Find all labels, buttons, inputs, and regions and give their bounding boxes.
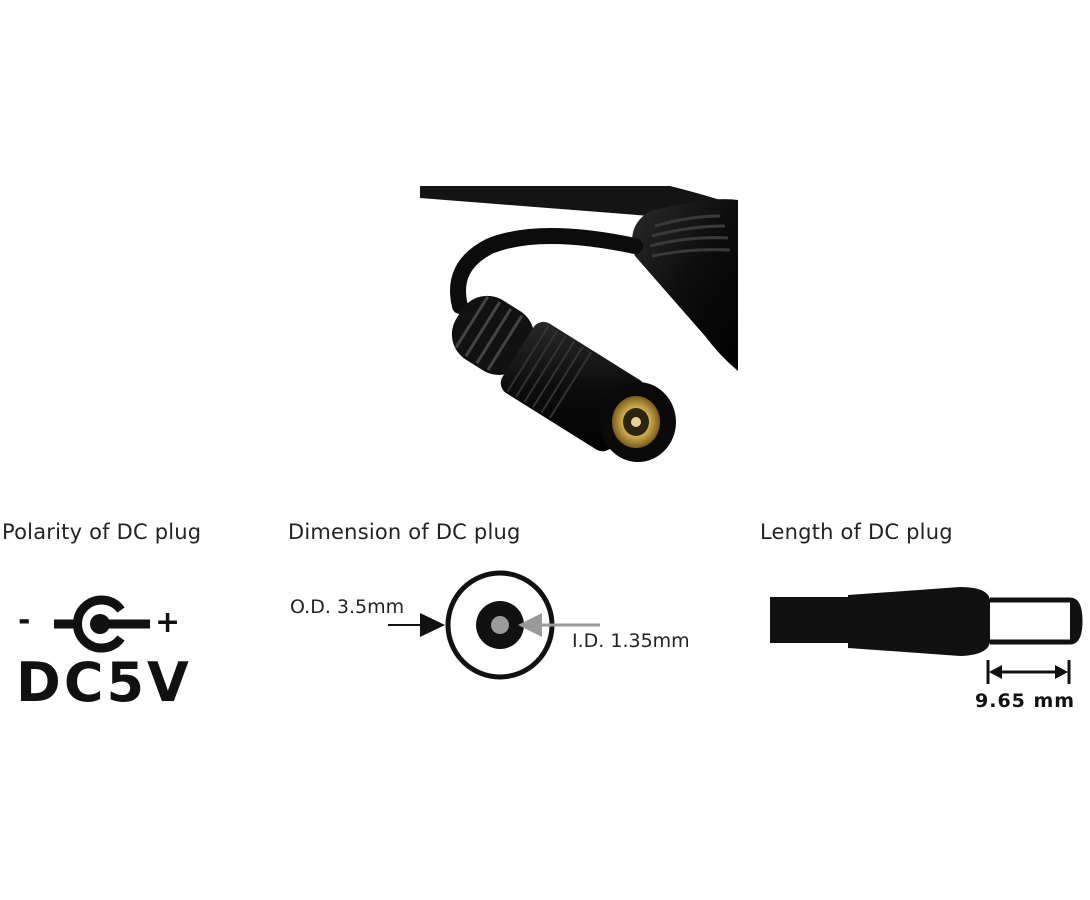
voltage-label: DC5V (16, 651, 192, 714)
plug-side-view-icon (770, 587, 1083, 684)
outer-diameter-label: O.D. 3.5mm (290, 596, 405, 618)
inner-diameter-label: I.D. 1.35mm (572, 630, 690, 652)
center-positive-symbol-icon (54, 595, 150, 653)
polarity-symbol (10, 588, 210, 718)
plug-length-value: 9.65 mm (975, 690, 1076, 712)
polarity-minus-sign: - (18, 603, 31, 638)
polarity-plus-sign: + (155, 605, 181, 640)
dimension-section-title: Dimension of DC plug (288, 520, 521, 544)
length-section-title: Length of DC plug (760, 520, 953, 544)
plug-cross-section-icon (388, 570, 600, 680)
length-diagram (760, 580, 1090, 720)
product-photo-dc-jack (420, 186, 738, 474)
polarity-section-title: Polarity of DC plug (2, 520, 202, 544)
dimension-diagram (280, 560, 740, 690)
dc-jack-cable-illustration (420, 186, 738, 462)
